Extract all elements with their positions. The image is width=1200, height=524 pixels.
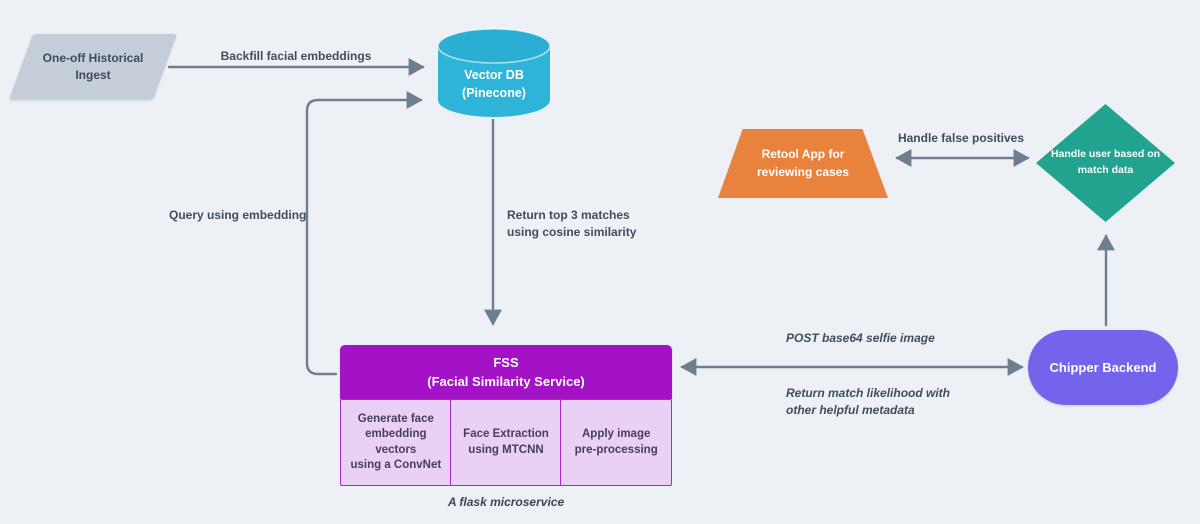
arrow-query	[305, 91, 423, 376]
node-fss-service[interactable]: FSS (Facial Similarity Service) Generate…	[340, 345, 673, 509]
pill-shape	[1028, 330, 1178, 405]
node-label: Vector DB (Pinecone)	[462, 67, 526, 100]
node-retool-app[interactable]: Retool App for reviewing cases	[718, 129, 888, 198]
node-label: One-off Historical Ingest	[42, 51, 144, 82]
node-one-off-historical-ingest[interactable]: One-off Historical Ingest	[8, 34, 178, 100]
node-vector-db[interactable]: Vector DB (Pinecone)	[436, 27, 552, 119]
node-chipper-backend[interactable]: Chipper Backend	[1028, 330, 1178, 405]
edge-label-backfill: Backfill facial embeddings	[220, 49, 372, 63]
edge-label-return-matches: Return top 3 matches using cosine simila…	[507, 208, 637, 240]
node-label: Chipper Backend	[1049, 360, 1157, 375]
edge-label-query: Query using embedding	[169, 208, 307, 222]
node-label: Retool App for reviewing cases	[756, 147, 850, 179]
edge-label-post-selfie: POST base64 selfie image	[786, 331, 935, 345]
fss-module-preprocessing[interactable]: Apply image pre-processing	[560, 399, 673, 486]
fss-module-generate-embeddings[interactable]: Generate face embedding vectors using a …	[340, 399, 452, 486]
node-handle-user-decision[interactable]: Handle user based on match data	[1036, 104, 1175, 222]
edge-label-return-likelihood: Return match likelihood with other helpf…	[786, 386, 951, 418]
node-label: Handle user based on match data	[1050, 148, 1161, 176]
trapezoid-shape	[718, 129, 888, 198]
cylinder-shape	[437, 28, 551, 117]
edge-label-false-positives: Handle false positives	[897, 131, 1025, 145]
fss-modules-row: Generate face embedding vectors using a …	[340, 399, 673, 486]
fss-caption: A flask microservice	[447, 495, 565, 509]
fss-module-face-extraction[interactable]: Face Extraction using MTCNN	[450, 399, 562, 486]
fss-header[interactable]: FSS (Facial Similarity Service)	[340, 345, 672, 399]
